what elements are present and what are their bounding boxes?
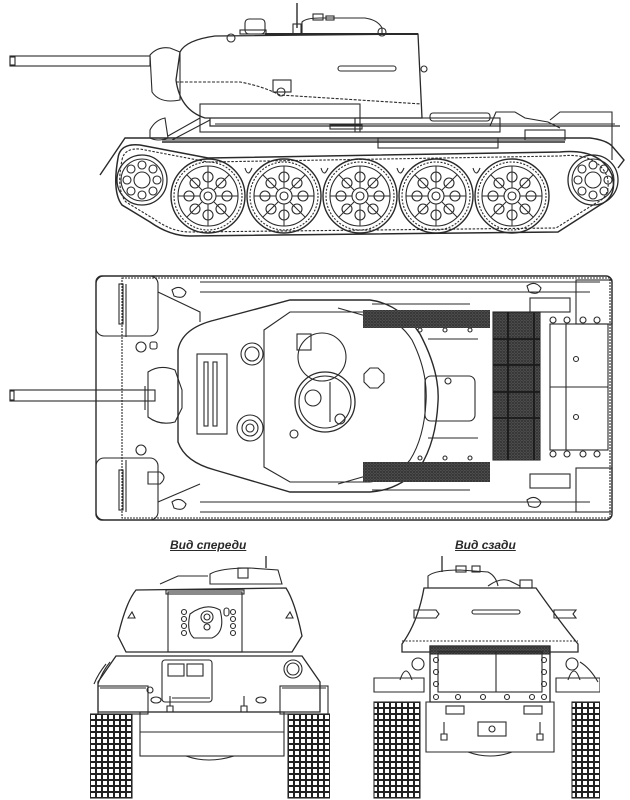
front-view-drawing xyxy=(90,552,330,800)
rear-view-caption: Вид сзади xyxy=(455,538,516,552)
side-view-drawing xyxy=(0,0,630,250)
top-view-drawing xyxy=(0,262,630,524)
front-view-caption: Вид спереди xyxy=(170,538,247,552)
rear-view-drawing xyxy=(360,552,600,800)
